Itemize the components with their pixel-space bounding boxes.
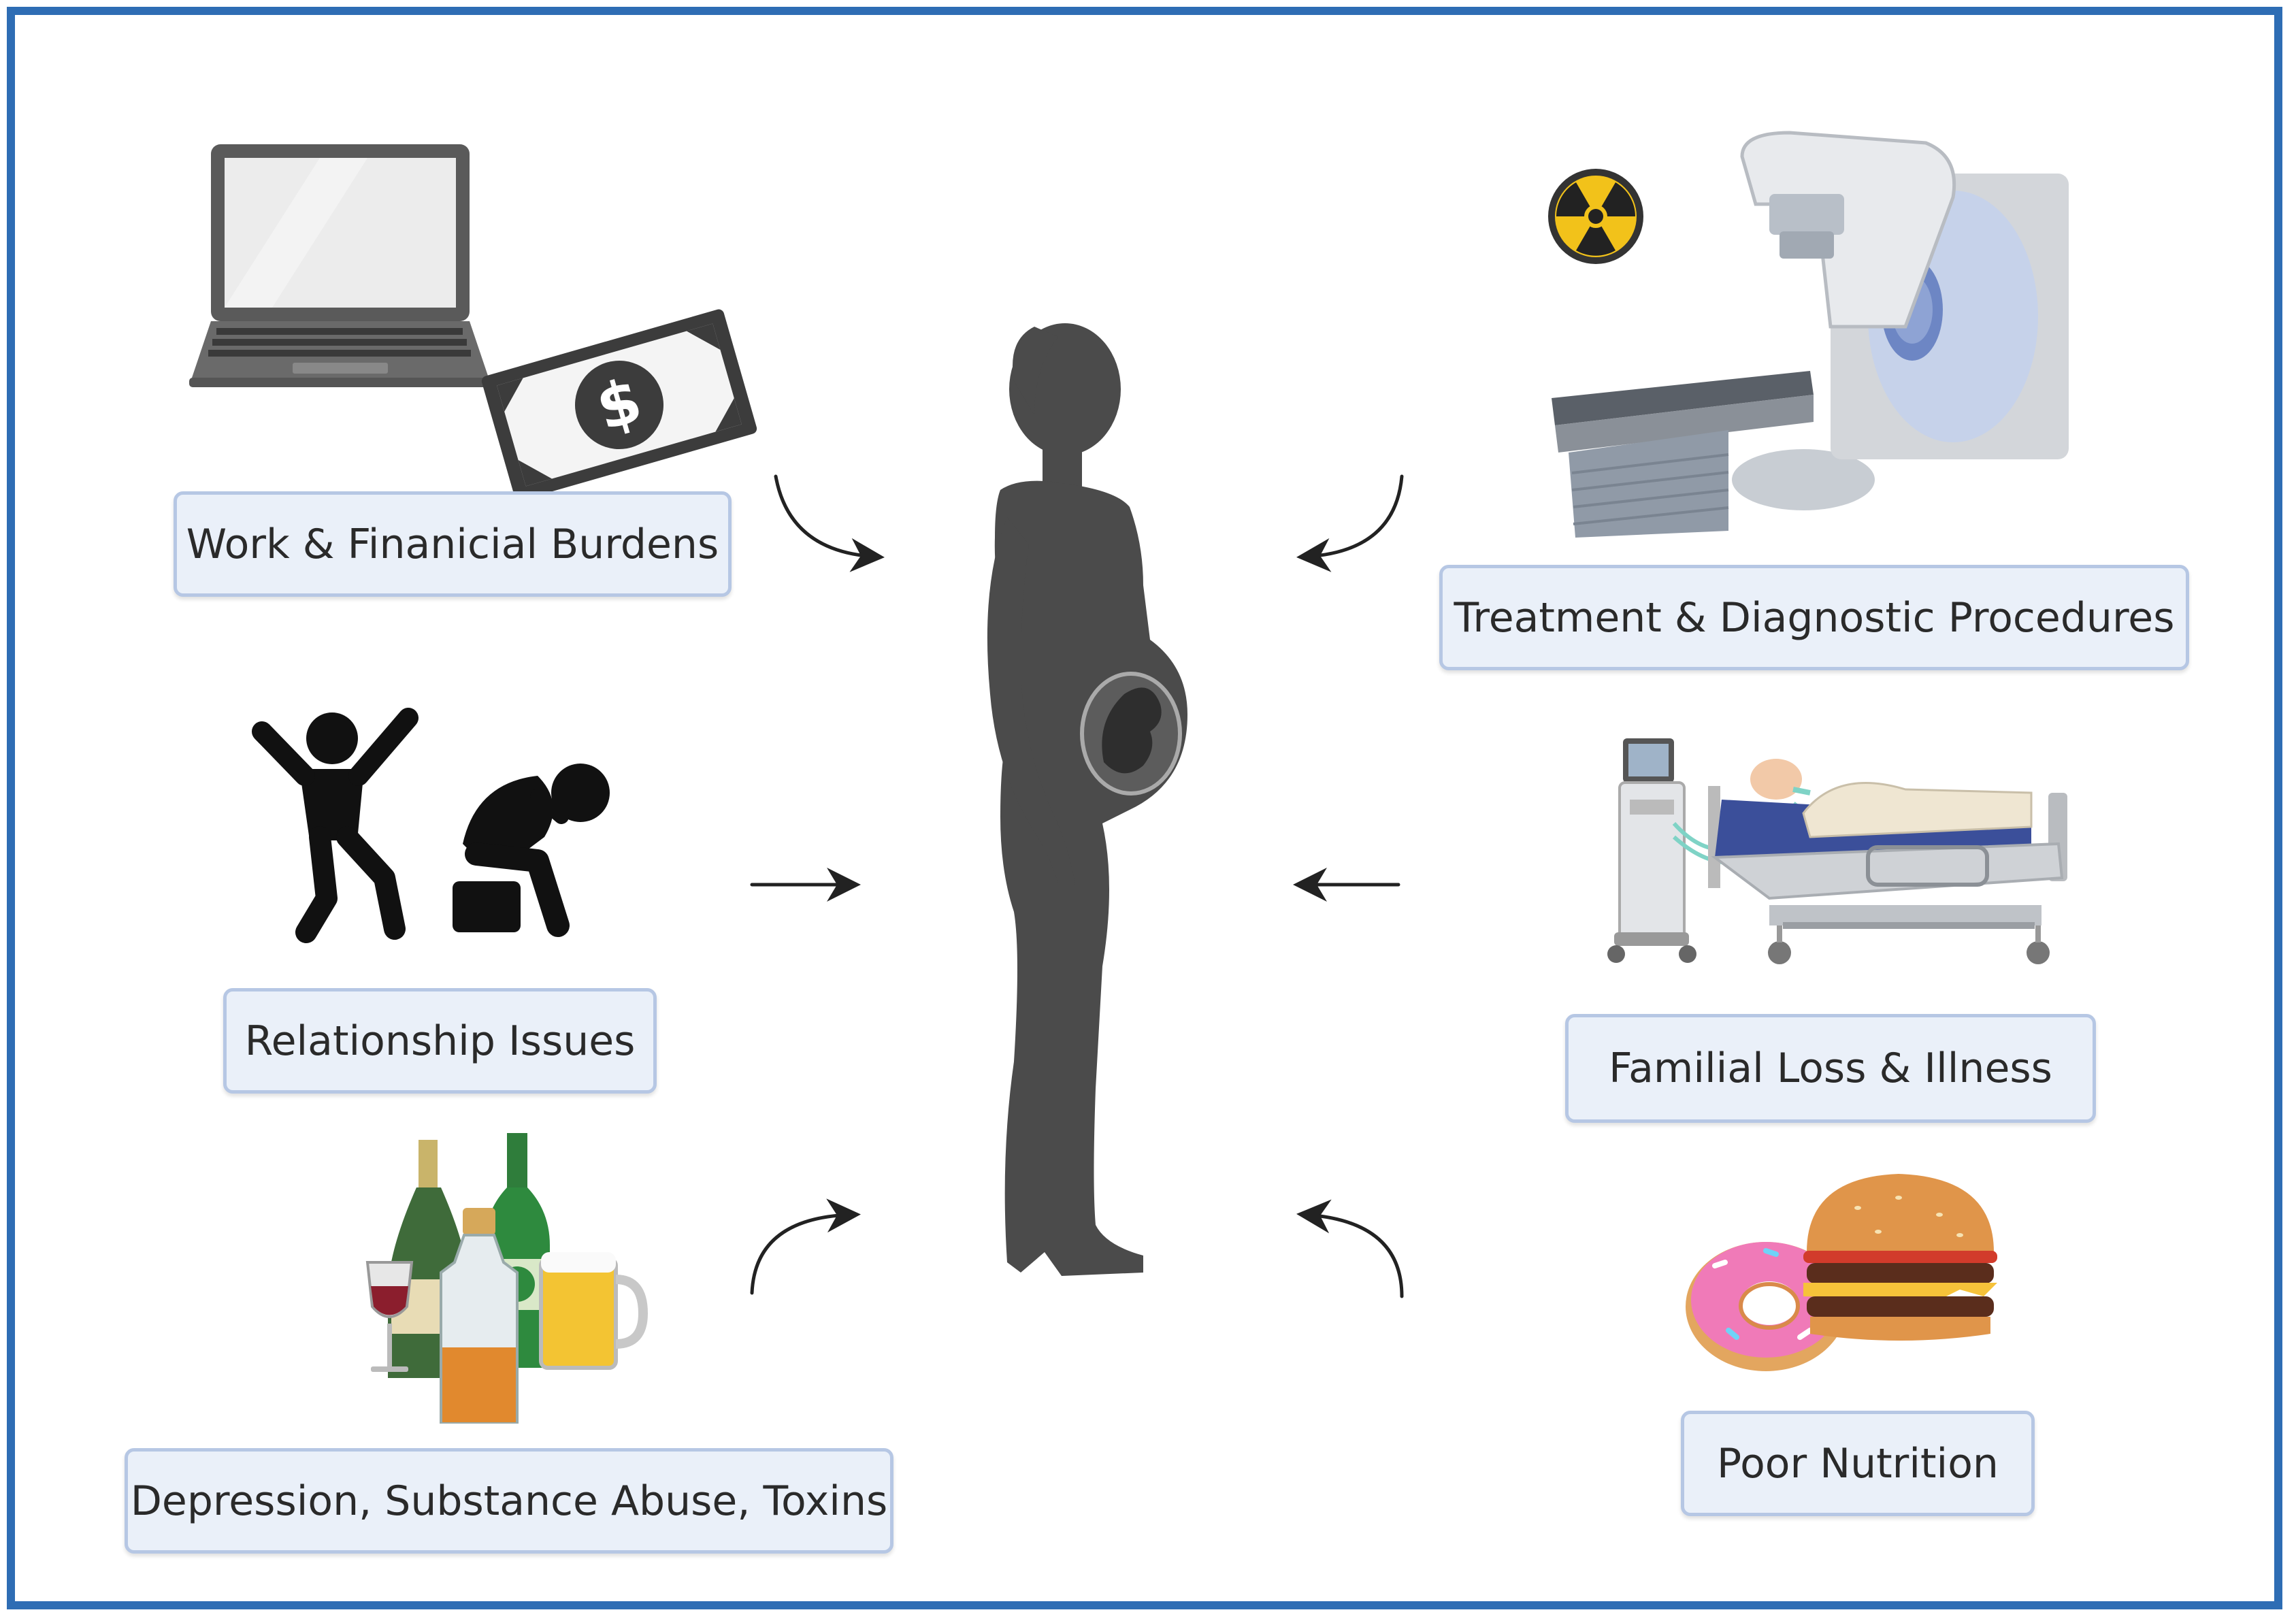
alcohol-bottles-icon xyxy=(365,1133,649,1424)
label-relationship-issues: Relationship Issues xyxy=(223,988,657,1094)
label-work-financial-burdens: Work & Finanicial Burdens xyxy=(174,491,732,597)
burger-icon xyxy=(1803,1174,1997,1341)
radiation-icon xyxy=(1548,169,1643,264)
radiotherapy-machine-icon xyxy=(1552,131,2069,538)
arrows xyxy=(750,474,1404,1298)
hospital-bed-icon xyxy=(1607,738,2067,964)
label-treatment-diagnostic-procedures: Treatment & Diagnostic Procedures xyxy=(1439,565,2189,670)
arrow-depression-to-center xyxy=(750,1198,861,1295)
label-depression-substance-abuse-toxins: Depression, Substance Abuse, Toxins xyxy=(125,1448,893,1554)
label-poor-nutrition: Poor Nutrition xyxy=(1681,1411,2035,1516)
celebrating-person-icon xyxy=(252,708,419,943)
sad-sitting-person-icon xyxy=(453,764,610,937)
donut-icon xyxy=(1686,1242,1846,1371)
arrow-nutrition-to-center xyxy=(1296,1199,1404,1298)
banknote-icon: $ xyxy=(481,309,757,501)
pregnant-woman-silhouette xyxy=(987,323,1187,1276)
laptop-icon xyxy=(189,144,491,387)
label-familial-loss-illness: Familial Loss & Illness xyxy=(1565,1014,2096,1123)
arrow-treatment-to-center xyxy=(1296,474,1404,572)
arrow-work-to-center xyxy=(774,474,885,572)
